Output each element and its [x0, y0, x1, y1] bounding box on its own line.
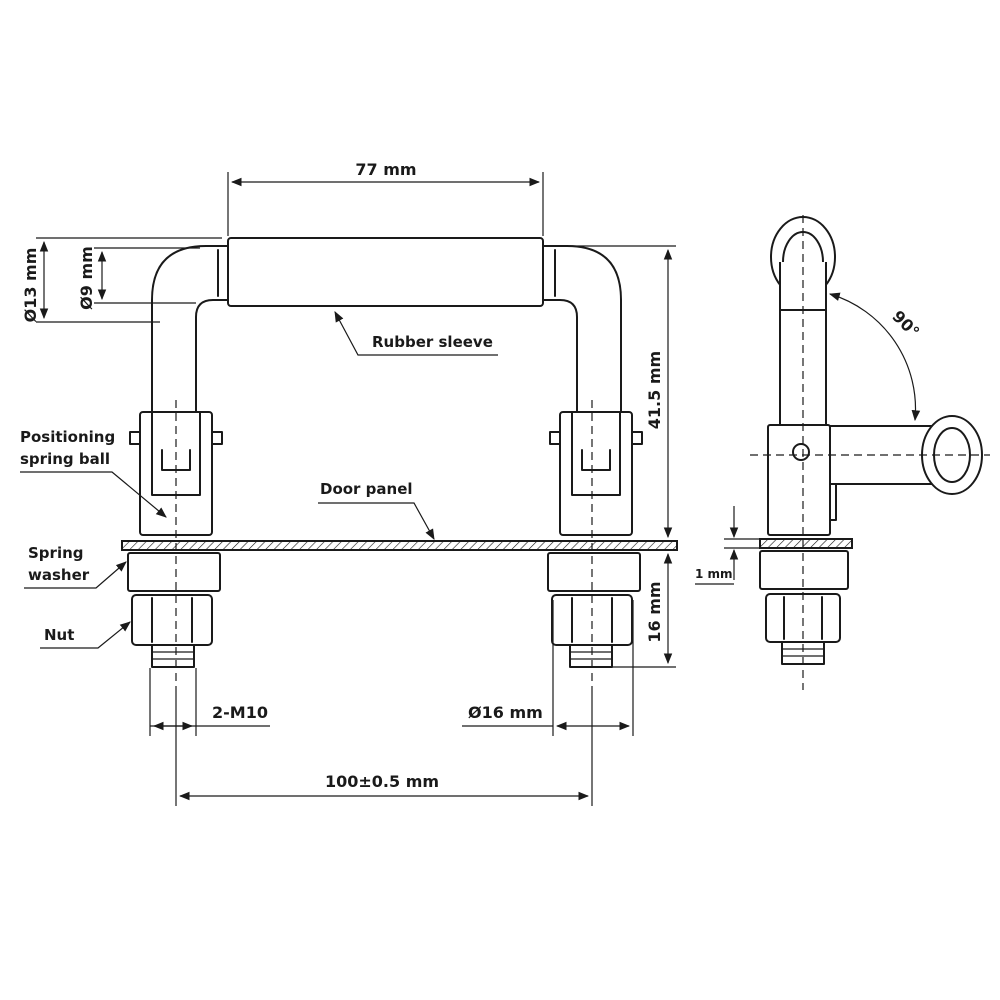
dim-rotation-text: 90° — [888, 307, 923, 342]
rubber-sleeve-label: Rubber sleeve — [372, 333, 493, 351]
dim-77mm-text: 77 mm — [355, 160, 416, 179]
handle-right-leg — [542, 245, 622, 426]
dim-inner-diameter-text: Ø9 mm — [77, 246, 96, 310]
rubber-sleeve — [227, 237, 544, 307]
nut-label: Nut — [44, 626, 74, 644]
positioning-ball-label-line1: Positioning — [20, 428, 115, 446]
right-mount-block — [549, 411, 643, 536]
dim-panel-thickness: 1 mm — [695, 506, 760, 585]
door-panel-label: Door panel — [320, 480, 413, 498]
spring-washer-label-line2: washer — [28, 566, 90, 584]
callout-positioning-ball: Positioning spring ball — [20, 428, 167, 518]
side-body-block — [767, 424, 831, 536]
left-nut — [131, 594, 213, 646]
callout-door-panel: Door panel — [318, 480, 435, 540]
left-fastener — [127, 552, 221, 668]
dim-thread: 2-M10 — [149, 668, 270, 736]
dim-center-distance-text: 100±0.5 mm — [325, 772, 439, 791]
right-spring-washer — [547, 552, 641, 592]
dim-base-diameter: Ø16 mm — [462, 600, 634, 736]
positioning-ball-label-line2: spring ball — [20, 450, 110, 468]
dim-outer-diameter: Ø13 mm — [21, 237, 222, 323]
side-pin-hole — [792, 443, 810, 461]
handle-left-leg — [151, 245, 231, 426]
side-door-panel — [759, 538, 853, 549]
callout-spring-washer: Spring washer — [24, 544, 127, 589]
right-thread — [569, 644, 613, 668]
dim-inner-diameter: Ø9 mm — [77, 246, 200, 310]
dim-height-text: 41.5 mm — [645, 351, 664, 429]
dim-thread-length: 16 mm — [612, 552, 676, 668]
right-fastener — [547, 552, 641, 668]
dim-thread-length-text: 16 mm — [645, 581, 664, 642]
door-panel — [121, 540, 678, 551]
dim-height: 41.5 mm — [570, 245, 676, 539]
callout-rubber-sleeve: Rubber sleeve — [334, 311, 498, 356]
left-spring-washer — [127, 552, 221, 592]
dim-base-diameter-text: Ø16 mm — [468, 703, 543, 722]
callout-nut: Nut — [40, 621, 131, 649]
dim-center-distance: 100±0.5 mm — [175, 690, 593, 806]
dim-panel-thickness-text: 1 mm — [695, 567, 733, 581]
front-view: 77 mm Ø13 mm Ø9 mm 41.5 mm 16 mm — [20, 160, 678, 806]
dim-thread-text: 2-M10 — [212, 703, 268, 722]
spring-washer-label-line1: Spring — [28, 544, 84, 562]
left-thread — [151, 644, 195, 668]
side-view: 90° 1 mm — [695, 215, 990, 690]
dim-outer-diameter-text: Ø13 mm — [21, 248, 40, 323]
dim-rotation: 90° — [828, 292, 923, 422]
dim-77mm: 77 mm — [227, 160, 544, 236]
side-spring-washer — [759, 550, 849, 590]
